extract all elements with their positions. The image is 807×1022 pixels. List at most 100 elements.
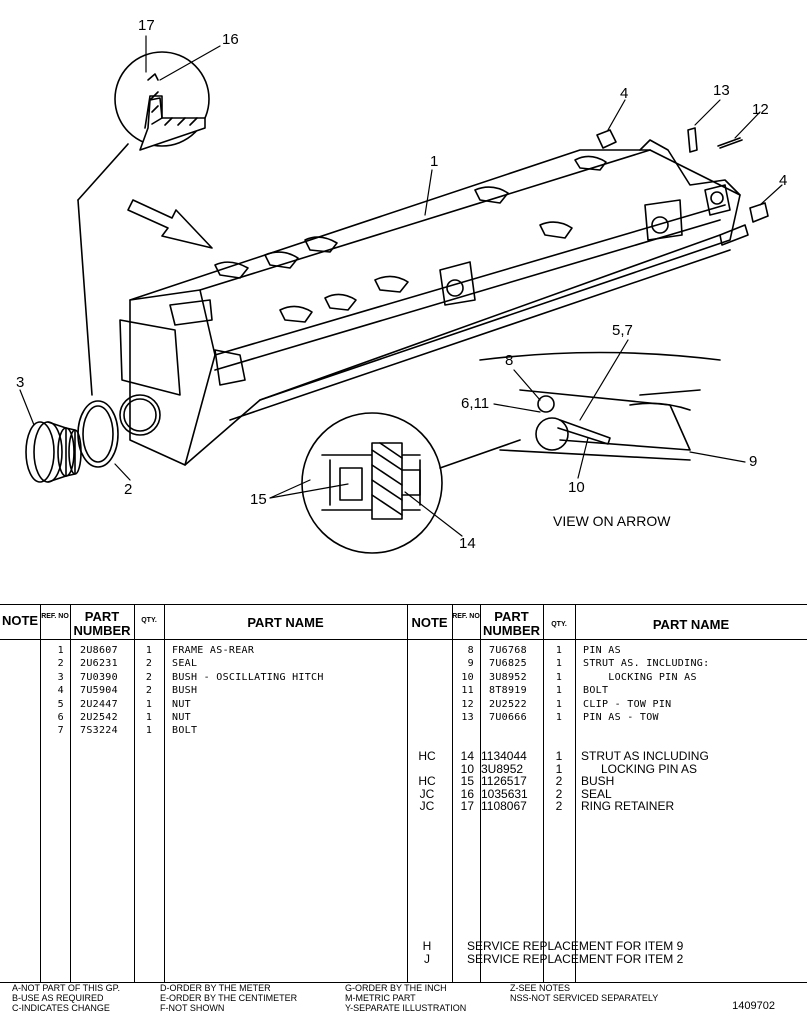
part-number: 7U0666 (489, 712, 527, 723)
ref-no: 11 (461, 685, 474, 697)
callout-12: 12 (752, 101, 769, 118)
detail-circle-ring-retainer (77, 51, 210, 396)
header-part-name-left: PART NAME (247, 615, 324, 630)
header-note-right: NOTE (411, 615, 448, 630)
note-code: HC (418, 774, 436, 789)
note-code: JC (419, 786, 435, 801)
quantity: 1 (145, 698, 153, 710)
part-number: 2U8607 (80, 645, 118, 656)
ref-no: 4 (57, 685, 64, 697)
detail-circle-strut-bush (301, 412, 521, 554)
part-number: 7U6768 (489, 645, 527, 656)
quantity: 2 (145, 658, 153, 670)
header-qty-left: QTY. (141, 617, 157, 624)
ref-no: 3 (57, 671, 64, 683)
legend-m: M-METRIC PART (345, 993, 416, 1003)
footnote-code: J (424, 952, 430, 966)
ref-no: 6 (57, 712, 64, 723)
part-number: 1126517 (481, 774, 527, 789)
legend-e: E-ORDER BY THE CENTIMETER (160, 993, 298, 1003)
legend: A-NOT PART OF THIS GP. B-USE AS REQUIRED… (0, 982, 807, 1022)
illustration-number: 1409702 (732, 1000, 775, 1012)
legend-c: C-INDICATES CHANGE (12, 1003, 110, 1013)
part-number: 1035631 (481, 786, 528, 801)
part-name: NUT (172, 698, 191, 710)
legend-a: A-NOT PART OF THIS GP. (12, 983, 121, 993)
part-number: 7U5904 (80, 685, 118, 697)
part-12-clip (717, 137, 743, 149)
header-part-number-right: PART NUMBER (482, 609, 541, 638)
part-13-tow-pin (687, 127, 698, 153)
part-number: 3U8952 (481, 761, 524, 776)
part-number: 2U2447 (80, 698, 118, 710)
part-name: NUT (172, 712, 191, 723)
part-name: BUSH (581, 774, 615, 789)
quantity: 1 (555, 698, 563, 710)
part-name: SEAL (172, 658, 198, 670)
footnote-text: SERVICE REPLACEMENT FOR ITEM 9 (467, 939, 684, 953)
quantity: 2 (145, 671, 153, 683)
part-number: 2U2522 (489, 698, 527, 710)
callout-16: 16 (222, 31, 239, 48)
rear-frame-body (119, 139, 749, 466)
part-number: 2U6231 (80, 658, 118, 670)
part-number: 7S3224 (80, 725, 118, 737)
part-number: 1108067 (481, 799, 527, 814)
ref-no: 7 (57, 725, 64, 737)
part-name: STRUT AS. INCLUDING: (583, 658, 710, 670)
header-ref-right: REF. NO (452, 613, 480, 620)
exploded-parts-drawing (19, 35, 783, 554)
part-name: BUSH (172, 685, 198, 697)
callout-4-right: 4 (779, 172, 788, 189)
ref-no: 17 (460, 799, 474, 814)
ref-no: 1 (57, 645, 64, 656)
header-ref-left: REF. NO (41, 613, 69, 620)
legend-nss: NSS-NOT SERVICED SEPARATELY (510, 993, 659, 1003)
callout-3: 3 (16, 374, 25, 391)
part-name: CLIP - TOW PIN (583, 698, 672, 710)
ref-no: 10 (461, 671, 474, 683)
callout-8: 8 (505, 352, 514, 369)
callout-4-top: 4 (620, 85, 629, 102)
ref-no: 10 (460, 761, 474, 776)
callout-14: 14 (459, 535, 476, 552)
callout-9: 9 (749, 453, 758, 470)
callout-17: 17 (138, 17, 155, 34)
view-arrow (127, 199, 213, 249)
parts-table: NOTE REF. NO PART NUMBER QTY. PART NAME … (0, 604, 807, 982)
ref-no: 8 (467, 645, 474, 656)
ref-no: 12 (461, 698, 474, 710)
note-code: HC (418, 749, 436, 763)
callout-leaders (19, 35, 783, 537)
part-number: 7U6825 (489, 658, 527, 670)
part-name: FRAME AS-REAR (172, 645, 255, 656)
ref-no: 14 (460, 749, 474, 763)
ref-no: 13 (461, 712, 474, 723)
quantity: 1 (555, 685, 563, 697)
part-name: PIN AS (583, 645, 621, 656)
part-4-bush-top (596, 129, 617, 149)
header-note-left: NOTE (1, 613, 39, 628)
legend-f: F-NOT SHOWN (160, 1003, 225, 1013)
callout-5-7: 5,7 (612, 322, 633, 339)
part-3-bush (25, 421, 82, 483)
callout-2: 2 (124, 481, 133, 498)
footnote-text: SERVICE REPLACEMENT FOR ITEM 2 (467, 952, 684, 966)
quantity: 1 (145, 712, 153, 723)
quantity: 1 (555, 712, 563, 723)
view-on-arrow-caption: VIEW ON ARROW (553, 513, 671, 529)
ref-no: 9 (467, 658, 474, 670)
view-on-arrow-detail (479, 351, 721, 461)
legend-b: B-USE AS REQUIRED (12, 993, 104, 1003)
part-2-seal (77, 400, 119, 468)
part-number: 7U0390 (80, 671, 118, 683)
quantity: 1 (145, 645, 153, 656)
part-number: 3U8952 (489, 671, 527, 683)
part-name: RING RETAINER (581, 799, 675, 814)
ref-no: 2 (57, 658, 64, 670)
quantity: 1 (555, 671, 563, 683)
callout-6-11: 6,11 (461, 395, 490, 412)
part-name: BUSH - OSCILLATING HITCH (172, 671, 324, 683)
quantity: 1 (555, 645, 563, 656)
part-name: STRUT AS INCLUDING (581, 749, 709, 763)
